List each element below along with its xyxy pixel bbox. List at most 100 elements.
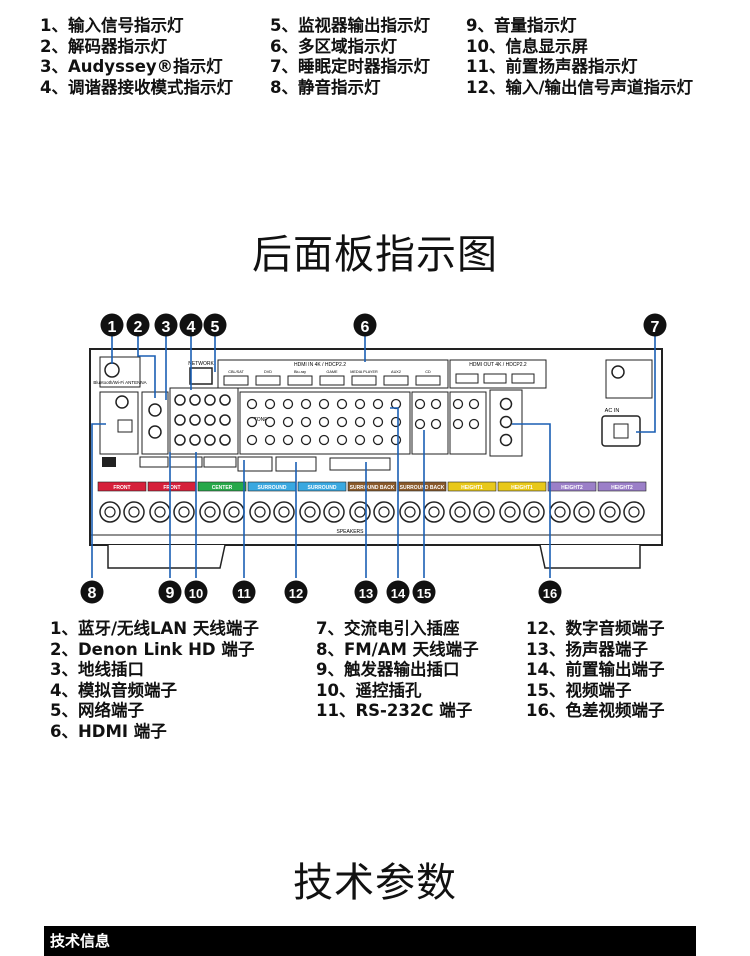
speaker-group-label: SURROUND — [308, 485, 337, 491]
callout-number: 9 — [166, 585, 175, 602]
callout-badge — [643, 313, 667, 337]
hdmi-port-label: MEDIA PLAYER — [350, 370, 378, 374]
callout-number: 1 — [108, 319, 117, 336]
rca-jack — [318, 398, 330, 410]
legend-item: 5、网络端子 — [50, 701, 144, 720]
speaker-group-header — [547, 481, 597, 492]
callout-badge — [158, 580, 182, 604]
legend-item: 11、RS-232C 端子 — [316, 701, 473, 720]
speaker-terminal-inner — [604, 506, 616, 518]
hdmi-port — [255, 375, 281, 386]
rca-jack — [246, 434, 258, 446]
callout-number: 13 — [359, 586, 373, 601]
rca-jack — [264, 416, 276, 428]
rca-jack — [318, 434, 330, 446]
legend-item: 4、调谐器接收模式指示灯 — [40, 77, 233, 97]
speaker-terminal-inner — [304, 506, 316, 518]
bottom-legend-col3: 12、数字音频端子 13、扬声器端子 14、前置输出端子 15、视频端子 16、… — [526, 619, 664, 722]
hdmi-out-label: HDMI OUT 4K / HDCP2.2 — [469, 362, 527, 368]
legend-item: 7、交流电引入插座 — [316, 619, 460, 638]
speaker-group-header — [447, 481, 497, 492]
callout-number: 16 — [543, 586, 557, 601]
speaker-terminal-inner — [628, 506, 640, 518]
speaker-terminal-inner — [254, 506, 266, 518]
speaker-terminal-inner — [504, 506, 516, 518]
speaker-terminal-inner — [428, 506, 440, 518]
rca-jack — [282, 434, 294, 446]
speaker-terminal-inner — [578, 506, 590, 518]
specs-title: 技术参数 — [293, 860, 457, 906]
callout-badge — [353, 313, 377, 337]
rca-jack — [300, 398, 312, 410]
rca-jack — [354, 398, 366, 410]
rca-jack — [300, 434, 312, 446]
rca-jack — [336, 416, 348, 428]
rca-jack — [282, 398, 294, 410]
callout-number: 4 — [187, 319, 196, 336]
speaker-terminal-inner — [154, 506, 166, 518]
speaker-group-label: HEIGHT1 — [461, 485, 483, 491]
top-legend-col3: 9、音量指示灯 10、信息显示屏 11、前置扬声器指示灯 12、输入/输出信号声… — [466, 16, 693, 98]
callout-number: 8 — [88, 585, 97, 602]
callout-number: 11 — [237, 586, 251, 601]
rear-panel-title: 后面板指示图 — [252, 232, 498, 278]
legend-item: 1、蓝牙/无线LAN 天线端子 — [50, 619, 259, 638]
denon-link-block — [141, 391, 169, 455]
hdmi-in-label: HDMI IN 4K / HDCP2.2 — [294, 362, 346, 368]
callout-badge — [179, 313, 203, 337]
speaker-terminal-inner — [328, 506, 340, 518]
rca-jack — [336, 434, 348, 446]
legend-item: 7、睡眠定时器指示灯 — [270, 57, 430, 76]
top-legend-col2: 5、监视器输出指示灯 6、多区域指示灯 7、睡眠定时器指示灯 8、静音指示灯 — [270, 16, 430, 98]
rca-jack — [282, 416, 294, 428]
hdmi-port — [319, 375, 345, 386]
rca-jack — [246, 398, 258, 410]
hdmi-port-label: Blu-ray — [294, 370, 306, 374]
legend-item: 8、FM/AM 天线端子 — [316, 639, 479, 659]
left-foot — [107, 544, 226, 569]
speaker-group-header — [347, 481, 397, 492]
speaker-terminal-inner — [228, 506, 240, 518]
speaker-terminal-inner — [478, 506, 490, 518]
speaker-group-label: HEIGHT2 — [611, 485, 633, 491]
speaker-group-label: SURROUND BACK — [350, 485, 395, 491]
callout-number: 10 — [189, 586, 203, 601]
legend-item: 6、多区域指示灯 — [270, 36, 397, 56]
legend-item: 9、触发器输出插口 — [316, 660, 460, 679]
speaker-group-label: FRONT — [163, 485, 180, 491]
leader-lines — [91, 336, 656, 578]
hdmi-port-label: AUX2 — [391, 370, 401, 374]
speaker-group-label: CENTER — [212, 485, 233, 491]
callout-badge — [154, 313, 178, 337]
callout-number: 15 — [417, 586, 431, 601]
callout-number: 6 — [361, 319, 370, 336]
rca-jack — [318, 416, 330, 428]
speaker-terminal-inner — [378, 506, 390, 518]
rca-jack — [264, 434, 276, 446]
legend-item: 16、色差视频端子 — [526, 701, 665, 720]
speaker-group-label: HEIGHT2 — [561, 485, 583, 491]
rca-jack — [390, 398, 402, 410]
speaker-terminal-inner — [354, 506, 366, 518]
callout-badge — [100, 313, 124, 337]
legend-item: 2、解码器指示灯 — [40, 36, 167, 56]
right-foot — [539, 544, 641, 569]
antenna-2-connector — [611, 365, 625, 379]
speaker-group-header — [197, 481, 247, 492]
legend-item: 3、地线插口 — [50, 660, 144, 679]
tech-info-bar: 技术信息 — [44, 926, 696, 956]
callout-badge — [203, 313, 227, 337]
speaker-group-header — [497, 481, 547, 492]
speaker-terminal-inner — [454, 506, 466, 518]
callout-number: 2 — [134, 319, 143, 336]
callout-number: 12 — [289, 586, 303, 601]
callout-number: 14 — [391, 586, 406, 601]
legend-item: 8、静音指示灯 — [270, 77, 381, 97]
legend-item: 2、Denon Link HD 端子 — [50, 639, 255, 659]
speaker-terminal-inner — [554, 506, 566, 518]
speaker-terminal-inner — [204, 506, 216, 518]
rca-jack — [390, 416, 402, 428]
hdmi-port-label: DVD — [264, 370, 272, 374]
